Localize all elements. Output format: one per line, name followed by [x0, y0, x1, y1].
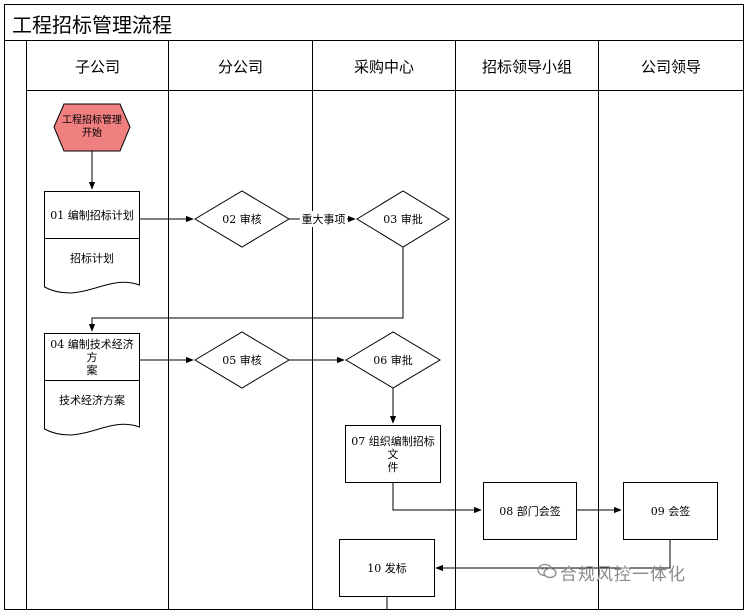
process-08-label: 08 部门会签: [499, 504, 561, 518]
lane-header-procurement: 采购中心: [353, 58, 414, 76]
process-08: [483, 482, 577, 540]
process-07-label: 07 组织编制招标文 件: [351, 434, 435, 474]
process-01: [44, 191, 140, 239]
start-label: 工程招标管理 开始: [62, 115, 122, 139]
lane-header-bidding-group: 招标领导小组: [481, 58, 572, 76]
lane-header-company-leaders: 公司领导: [640, 58, 701, 76]
decision-06-label: 06 审批: [373, 353, 413, 367]
decision-03-label: 03 审批: [383, 212, 423, 226]
process-01-label: 01 编制招标计划: [50, 208, 134, 222]
start-node: [53, 103, 131, 152]
edge-07-08: [392, 482, 482, 514]
lane-header-subsidiary: 子公司: [74, 58, 120, 76]
document-01-label: 招标计划: [70, 251, 114, 265]
process-09: [623, 482, 718, 540]
decision-05-label: 05 审核: [222, 353, 262, 367]
process-10: [339, 539, 435, 597]
document-04: [44, 380, 140, 436]
page-title: 工程招标管理流程: [12, 13, 172, 37]
document-04-label: 技术经济方案: [59, 393, 125, 407]
edge-03-04: [88, 247, 404, 332]
process-04-label: 04 编制技术经济方 案: [50, 337, 134, 377]
edge-09-10: [435, 539, 671, 572]
decision-02-label: 02 审核: [222, 212, 262, 226]
watermark-text: 合规风控一体化: [560, 565, 686, 585]
decision-03: [356, 190, 450, 248]
process-07: [345, 425, 441, 483]
wechat-icon: [537, 563, 557, 579]
lane-header-branch: 分公司: [217, 58, 263, 76]
process-09-label: 09 会签: [650, 504, 691, 518]
process-04: [44, 333, 140, 381]
process-10-label: 10 发标: [367, 561, 407, 575]
edge-label-major-matters: 重大事项: [300, 211, 347, 227]
decision-06: [345, 331, 441, 389]
document-01: [44, 238, 140, 294]
